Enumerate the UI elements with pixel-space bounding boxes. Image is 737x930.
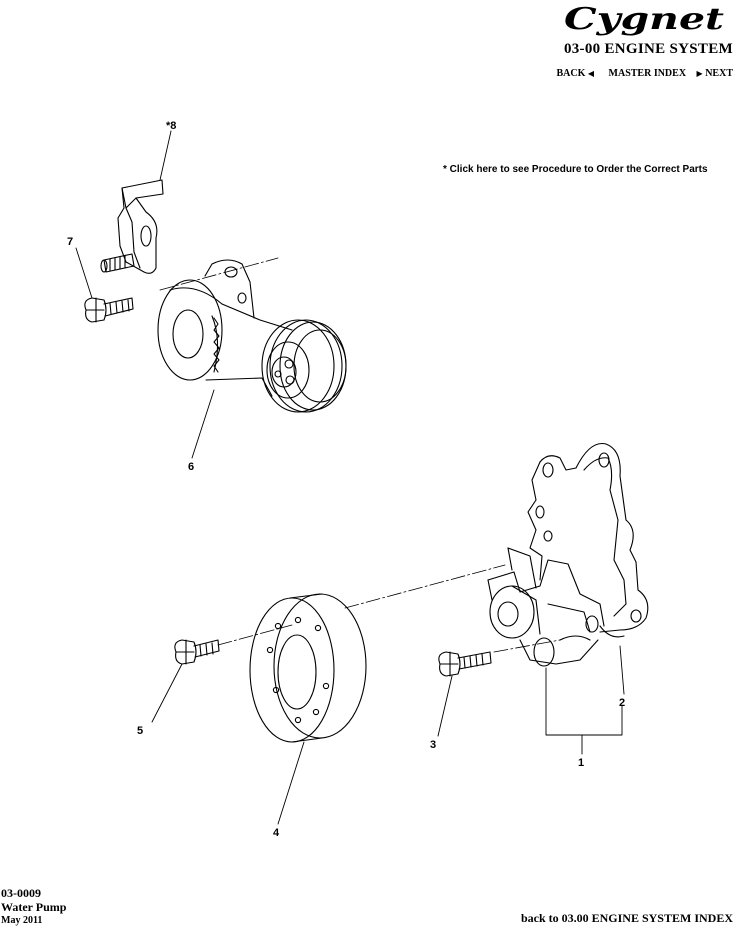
callout-5: 5 [137,725,143,737]
back-arrow-icon: ◀ [587,69,595,78]
callout-2: 2 [619,697,625,709]
back-link[interactable]: BACK ◀ [556,68,595,79]
callout-4: 4 [273,827,280,839]
diagram-caption: 03-0009 Water Pump May 2011 [1,886,66,928]
pulley-part-4 [249,593,367,743]
next-arrow-icon: ▶ [696,69,703,78]
diagram-date: May 2011 [1,915,43,926]
bracket-part-8 [100,179,164,274]
bolt-part-3 [438,651,492,677]
diagram-name: Water Pump [1,900,67,914]
leader-lines [75,130,625,825]
order-parts-link[interactable]: * Click here to see Procedure to Order t… [443,164,708,175]
water-pump-part-1 [487,442,649,667]
tensioner-part-6 [157,259,347,413]
nav-bar: BACK ◀ MASTER INDEX ▶ NEXT [556,68,733,79]
diagram-code: 03-0009 [1,886,41,900]
callout-labels: *8 7 6 5 4 3 2 1 [67,120,625,839]
back-to-index-link[interactable]: back to 03.00 ENGINE SYSTEM INDEX [520,911,733,925]
center-lines [159,257,561,653]
master-index-link[interactable]: MASTER INDEX [608,68,687,79]
cygnet-logo: Cygnet [564,2,724,36]
callout-1: 1 [578,757,584,769]
bolt-part-7 [84,297,134,323]
bolt-part-5 [174,639,220,665]
callout-3: 3 [430,739,436,751]
callout-7: 7 [67,236,73,248]
callout-8: *8 [166,120,176,132]
logo-wordmark: Cygnet [564,2,724,36]
next-link[interactable]: ▶ NEXT [696,68,733,79]
callout-6: 6 [188,461,194,473]
section-title: 03-00 ENGINE SYSTEM [563,41,733,57]
